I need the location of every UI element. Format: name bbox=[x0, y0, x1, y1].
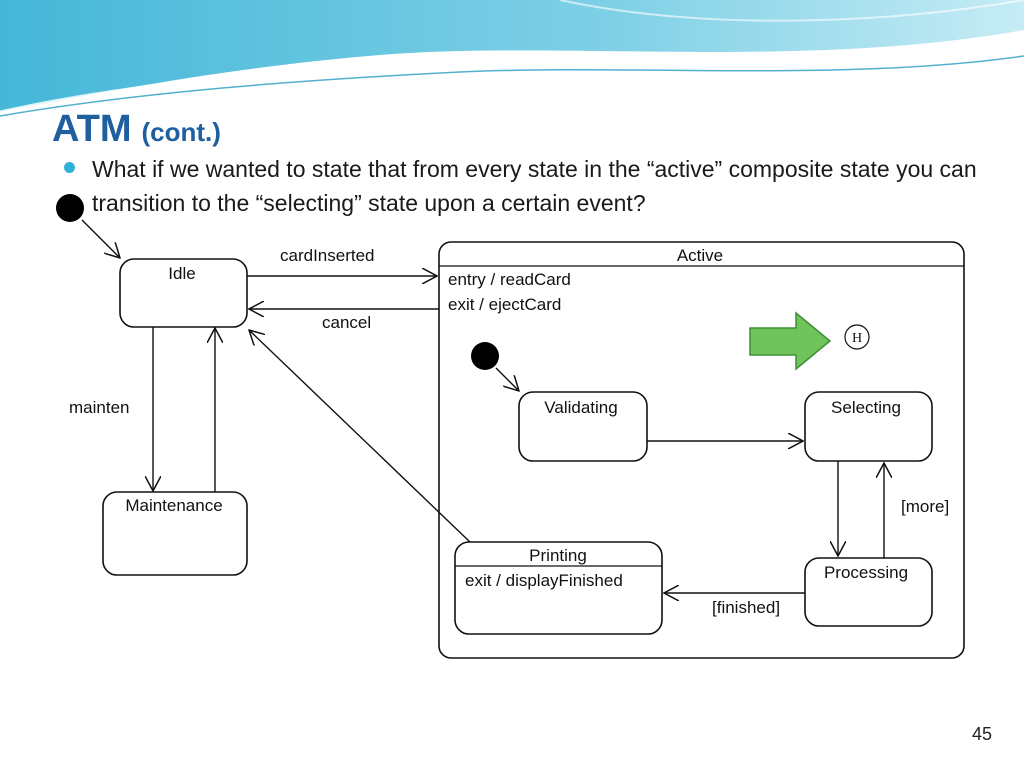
state-processing bbox=[804, 557, 933, 627]
initial-state-outer bbox=[56, 194, 84, 222]
state-printing-label: Printing bbox=[529, 546, 587, 565]
state-validating bbox=[518, 391, 648, 462]
state-idle bbox=[119, 258, 248, 328]
state-printing bbox=[454, 541, 663, 635]
label-cancel: cancel bbox=[322, 313, 371, 332]
state-maintenance bbox=[102, 491, 248, 576]
history-state-label: H bbox=[852, 331, 862, 346]
label-card-inserted: cardInserted bbox=[280, 246, 375, 265]
label-more: [more] bbox=[901, 497, 949, 516]
state-active-entry: entry / readCard bbox=[448, 270, 571, 289]
history-state bbox=[844, 324, 870, 350]
label-mainten: mainten bbox=[69, 398, 129, 417]
state-selecting bbox=[804, 391, 933, 462]
transition-initial-to-idle bbox=[81, 219, 120, 258]
bullet-icon bbox=[64, 162, 75, 173]
initial-state-inner bbox=[471, 342, 499, 370]
state-validating-label: Validating bbox=[544, 398, 617, 417]
label-finished: [finished] bbox=[712, 598, 780, 617]
transition-inner-initial-to-validating bbox=[495, 367, 519, 391]
header-wave-decoration bbox=[0, 0, 1024, 117]
slide-title-main: ATM bbox=[52, 108, 132, 150]
state-idle-label: Idle bbox=[168, 264, 195, 283]
page-number: 45 bbox=[971, 724, 992, 744]
state-processing-label: Processing bbox=[824, 563, 908, 582]
state-selecting-label: Selecting bbox=[831, 398, 901, 417]
bullet-question: What if we wanted to state that from eve… bbox=[92, 156, 977, 216]
green-arrow-icon bbox=[749, 311, 832, 371]
transition-printing-to-idle bbox=[249, 330, 471, 543]
state-active-exit: exit / ejectCard bbox=[448, 295, 561, 314]
state-printing-exit: exit / displayFinished bbox=[465, 571, 623, 590]
state-active-label: Active bbox=[677, 246, 723, 265]
state-maintenance-label: Maintenance bbox=[125, 496, 222, 515]
slide-title-suffix: (cont.) bbox=[141, 117, 221, 147]
slide-title: ATM (cont.) bbox=[52, 108, 221, 151]
